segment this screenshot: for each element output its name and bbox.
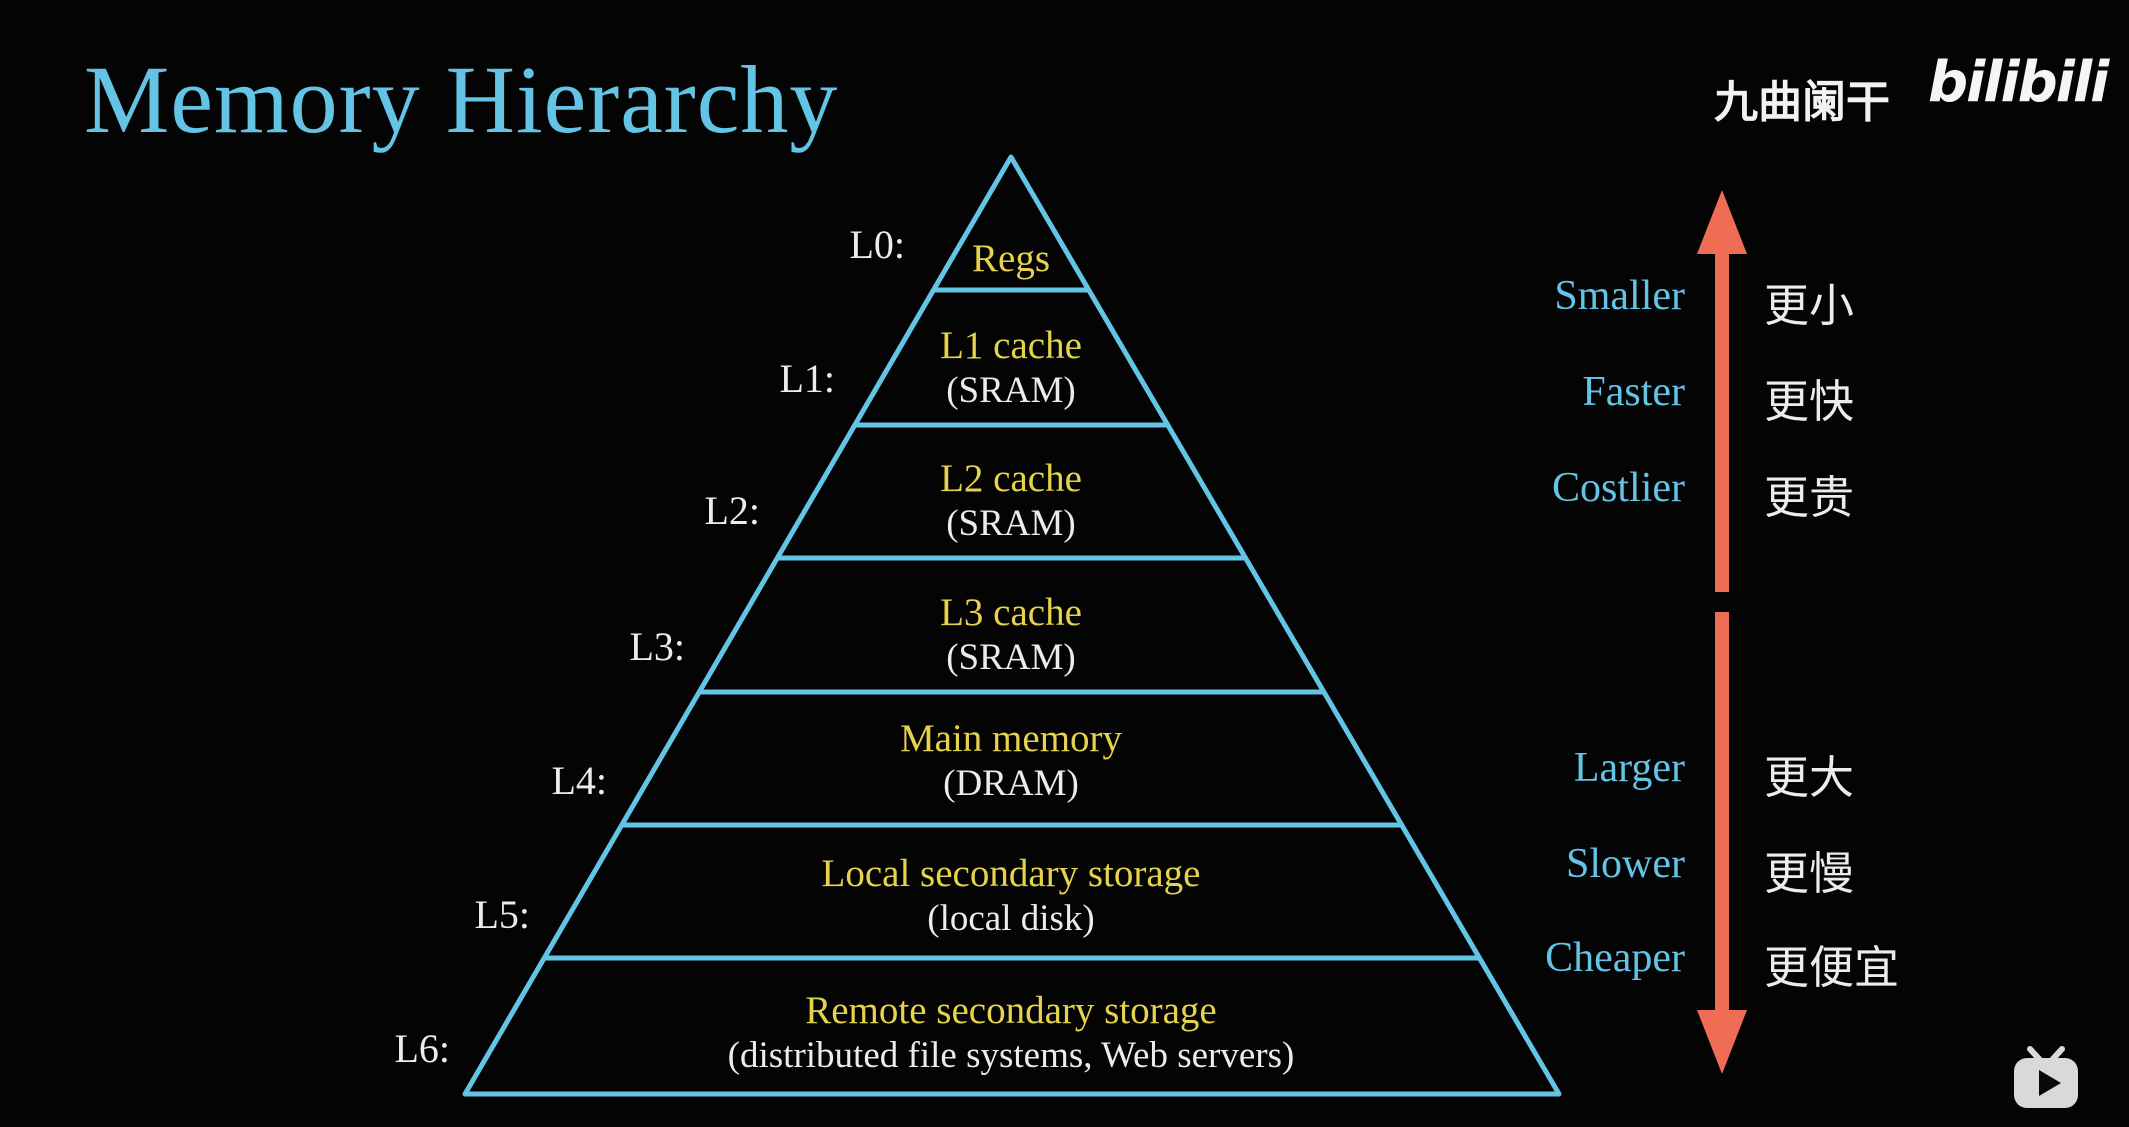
down-arrow: [1697, 612, 1747, 1074]
pyramid-level-l4: Main memory (DRAM): [900, 716, 1122, 806]
level-label-l3: L3:: [629, 624, 685, 669]
level-label-l2: L2:: [704, 488, 760, 533]
level-name: L1 cache: [940, 324, 1082, 367]
level-detail: (SRAM): [946, 637, 1076, 678]
legend-larger: Larger: [1573, 745, 1685, 791]
legend-cheaper: Cheaper: [1545, 935, 1685, 981]
pyramid-level-l0: Regs: [972, 236, 1050, 281]
level-detail: (SRAM): [946, 370, 1076, 411]
pyramid-level-l3: L3 cache (SRAM): [940, 590, 1082, 680]
level-label-l0: L0:: [849, 222, 905, 267]
level-label-l1: L1:: [779, 356, 835, 401]
legend-larger-zh: 更大: [1764, 751, 1855, 804]
legend-costlier: Costlier: [1552, 465, 1685, 511]
pyramid-level-l1: L1 cache (SRAM): [940, 323, 1082, 413]
legend-faster-zh: 更快: [1764, 375, 1855, 428]
pyramid-level-l2: L2 cache (SRAM): [940, 456, 1082, 546]
level-label-l6: L6:: [394, 1026, 450, 1071]
legend-costlier-zh: 更贵: [1764, 471, 1855, 524]
level-name: Local secondary storage: [821, 852, 1201, 895]
legend-slower: Slower: [1566, 841, 1685, 887]
level-name: L3 cache: [940, 591, 1082, 634]
level-detail: (local disk): [927, 898, 1095, 939]
bilibili-logo: bilibili: [1928, 50, 2109, 115]
legend-smaller: Smaller: [1554, 273, 1685, 319]
legend-faster: Faster: [1582, 369, 1685, 415]
up-arrow: [1697, 190, 1747, 592]
level-label-l4: L4:: [551, 758, 607, 803]
pyramid-outline: [462, 154, 1562, 1097]
level-name: L2 cache: [940, 457, 1082, 500]
legend-smaller-zh: 更小: [1764, 279, 1855, 332]
legend-slower-zh: 更慢: [1764, 847, 1855, 900]
legend-cheaper-zh: 更便宜: [1764, 941, 1900, 994]
pyramid-level-l5: Local secondary storage (local disk): [822, 851, 1201, 941]
level-name: Regs: [972, 237, 1050, 280]
level-detail: (SRAM): [946, 503, 1076, 544]
level-detail: (DRAM): [943, 763, 1079, 804]
pyramid-level-l6: Remote secondary storage (distributed fi…: [728, 988, 1295, 1078]
page-title: Memory Hierarchy: [84, 46, 839, 153]
bilibili-tv-play-icon: [2014, 1046, 2078, 1108]
level-label-l5: L5:: [474, 892, 530, 937]
level-name: Remote secondary storage: [805, 989, 1217, 1032]
level-name: Main memory: [899, 717, 1123, 760]
channel-watermark: 九曲阑干: [1714, 77, 1890, 128]
level-detail: (distributed file systems, Web servers): [727, 1035, 1295, 1076]
